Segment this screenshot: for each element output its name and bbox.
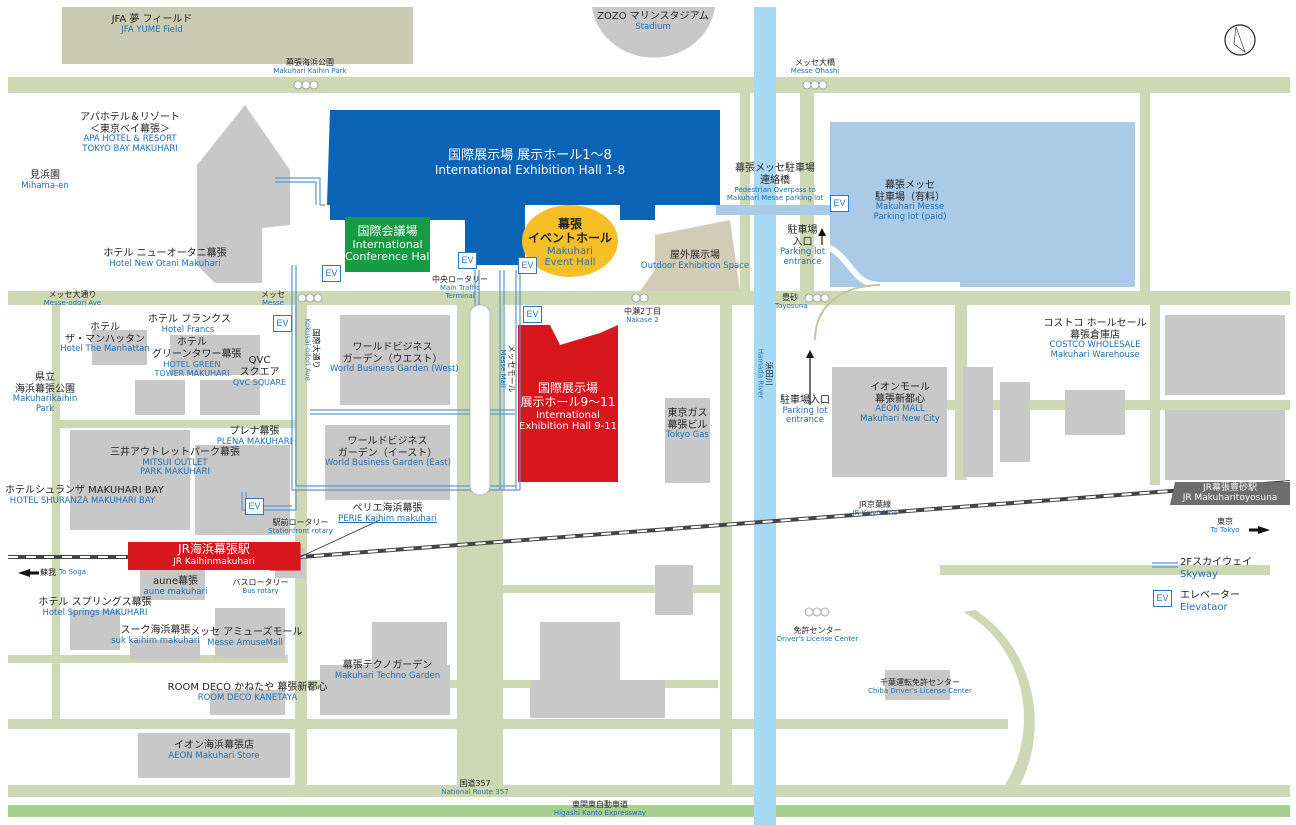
legend-ev-icon: EV bbox=[1153, 590, 1172, 607]
compass-icon bbox=[1224, 24, 1256, 56]
expressway bbox=[8, 805, 1290, 817]
arrow-left-soga bbox=[18, 569, 30, 577]
conference-hall bbox=[345, 217, 430, 272]
station-box bbox=[128, 542, 300, 570]
outdoor-exhibition bbox=[640, 220, 740, 291]
ev-marker: EV bbox=[518, 257, 537, 274]
exhibition-hall-1-8 bbox=[327, 110, 720, 265]
ev-marker: EV bbox=[245, 498, 264, 515]
parking-lot bbox=[830, 122, 1135, 287]
road-nodes bbox=[293, 80, 830, 617]
ev-marker: EV bbox=[458, 252, 477, 269]
building-blocks bbox=[70, 105, 1285, 778]
ev-marker: EV bbox=[322, 265, 341, 282]
toyosuna-station-label-bg bbox=[1170, 482, 1290, 505]
wbgw-label: ワールドビジネスガーデン（ウエスト）World Business Garden … bbox=[330, 342, 459, 374]
hamada-river bbox=[754, 7, 776, 825]
jfa-yume-field bbox=[62, 7, 413, 64]
zozo-stadium bbox=[592, 7, 715, 58]
exhibition-hall-9-11 bbox=[518, 325, 618, 482]
wbge-label: ワールドビジネスガーデン（イースト）World Business Garden … bbox=[325, 436, 452, 468]
event-hall bbox=[522, 205, 618, 277]
pedestrian-overpass bbox=[716, 205, 831, 215]
ev-marker: EV bbox=[830, 195, 849, 212]
ev-marker: EV bbox=[523, 306, 542, 323]
arrow-right-tokyo bbox=[1258, 526, 1270, 534]
ev-marker: EV bbox=[273, 315, 292, 332]
